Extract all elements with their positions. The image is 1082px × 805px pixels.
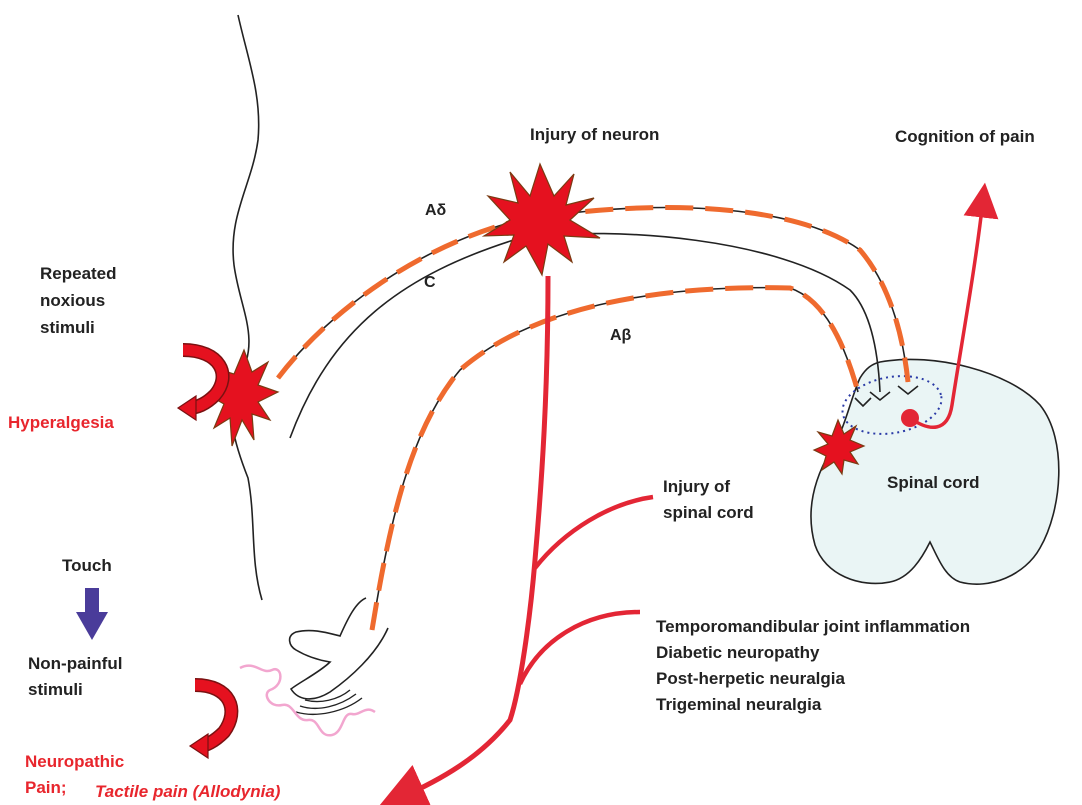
red-branch-spinal-injury [535, 497, 653, 568]
label-neuropathic: Neuropathic [25, 752, 124, 771]
projection-neuron-dot [901, 409, 919, 427]
injury-of-neuron-burst [484, 164, 600, 275]
spinal-cord-shape [811, 359, 1059, 584]
label-spinal-cord-injury: spinal cord [663, 503, 754, 522]
touch-down-arrow [76, 588, 108, 640]
condition-item: Temporomandibular joint inflammation [656, 617, 970, 636]
label-repeated: Repeated [40, 264, 117, 283]
label-touch: Touch [62, 556, 112, 575]
label-injury-of: Injury of [663, 477, 730, 496]
label-allodynia: Tactile pain (Allodynia) [95, 782, 281, 801]
label-a-beta: Aβ [610, 327, 632, 344]
hand-fingers [296, 690, 362, 714]
label-hyperalgesia: Hyperalgesia [8, 413, 114, 432]
label-non-painful-stimuli: stimuli [28, 680, 83, 699]
label-injury-of-neuron: Injury of neuron [530, 125, 659, 144]
hyperalgesia-curved-arrow [178, 350, 223, 420]
label-stimuli: stimuli [40, 318, 95, 337]
c-fiber [290, 234, 880, 438]
red-trunk [400, 276, 548, 798]
label-a-delta: Aδ [425, 202, 447, 219]
neuropathic-curved-arrow [190, 685, 231, 758]
red-branch-conditions [520, 612, 640, 684]
label-non-painful: Non-painful [28, 654, 122, 673]
condition-item: Trigeminal neuralgia [656, 695, 822, 714]
label-cognition-of-pain: Cognition of pain [895, 127, 1035, 146]
label-noxious: noxious [40, 291, 105, 310]
label-spinal-cord: Spinal cord [887, 473, 980, 492]
label-c-fiber: C [424, 274, 436, 291]
skin-outline [231, 15, 262, 600]
label-pain: Pain; [25, 778, 67, 797]
condition-item: Post-herpetic neuralgia [656, 669, 845, 688]
condition-item: Diabetic neuropathy [656, 643, 820, 662]
